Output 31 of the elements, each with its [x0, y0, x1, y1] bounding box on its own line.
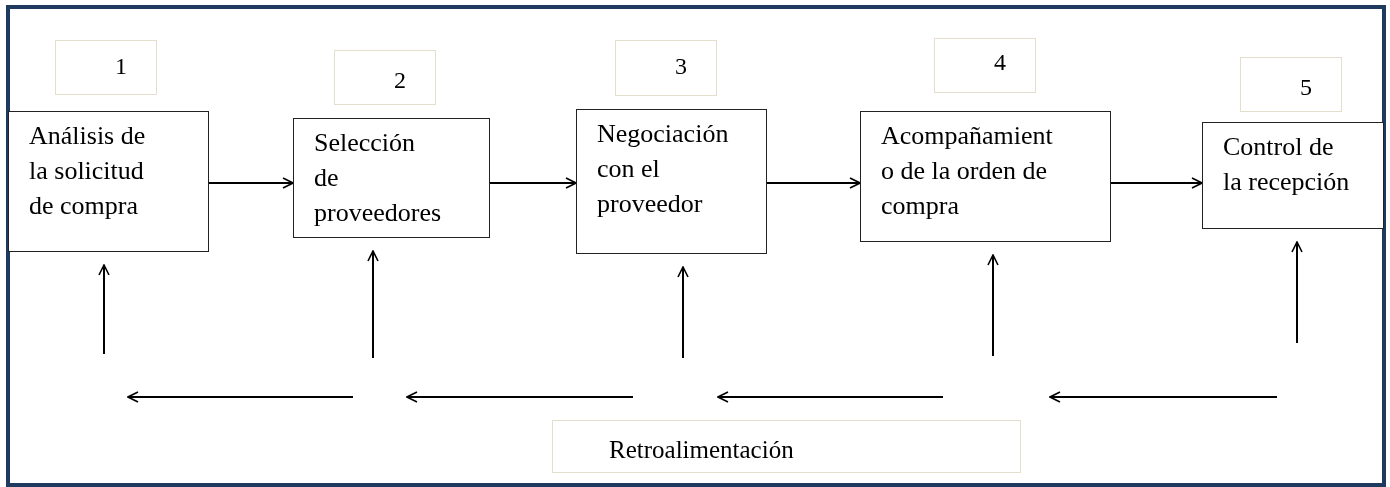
box-label: Acompañamiento de la orden de compra [881, 120, 1054, 222]
step-number: 4 [993, 48, 1007, 77]
step-number: 2 [393, 66, 407, 95]
step-number-box [934, 38, 1036, 93]
arrow [98, 264, 110, 355]
step-number: 5 [1299, 73, 1313, 102]
box-label: Negociación con el proveedor [597, 118, 730, 220]
process-box [293, 118, 490, 238]
arrow [1110, 177, 1203, 189]
step-number-box [55, 40, 157, 95]
step-number-box [615, 40, 717, 96]
process-box [576, 109, 767, 254]
step-number: 1 [114, 52, 128, 81]
box-label: Análisis de la solicitud de compra [29, 120, 147, 222]
box-label: Control de la recepción [1223, 131, 1351, 198]
arrow [208, 177, 294, 189]
step-number-box [1240, 57, 1342, 112]
arrow [489, 177, 577, 189]
box-label: Retroalimentación [609, 435, 795, 465]
arrow [367, 250, 379, 359]
step-number-box [334, 50, 436, 105]
step-number: 3 [674, 52, 688, 81]
arrow [987, 254, 999, 357]
arrow [766, 177, 861, 189]
process-box [1202, 122, 1384, 229]
arrow [677, 266, 689, 359]
process-box [8, 111, 209, 252]
process-box [860, 111, 1111, 242]
feedback-box [552, 420, 1021, 473]
box-label: Selección de proveedores [314, 127, 443, 229]
arrow [1291, 241, 1303, 344]
